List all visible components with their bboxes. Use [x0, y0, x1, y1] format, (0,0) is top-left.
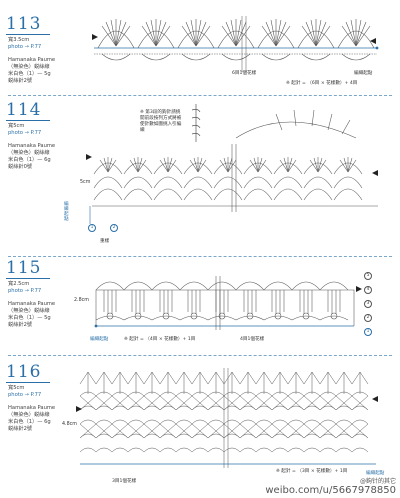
section-divider — [8, 355, 392, 356]
watermark-url: weibo.com/u/5667978850 — [265, 485, 396, 496]
photo-ref: photo → P.77 — [8, 392, 42, 398]
row-1-marker: 1 — [364, 328, 372, 336]
pattern-repeat-label: 6目1個花樣 — [232, 71, 257, 76]
number-underline — [6, 120, 50, 121]
yarn-name: （無染色）蜕絲線 — [8, 412, 50, 418]
section-divider — [8, 256, 392, 257]
dimension-label: 2.8cm — [74, 298, 89, 303]
section-116: 116 寬5cm photo → P.77 Hamanaka Paume （無染… — [0, 358, 400, 498]
hook-size: 蜕絲針2號 — [8, 426, 33, 432]
section-115: 115 寬2.5cm photo → P.77 Hamanaka Paume （… — [0, 258, 400, 356]
yarn-brand: Hamanaka Paume — [8, 301, 56, 307]
pattern-repeat-label: 4目1個花樣 — [240, 337, 265, 342]
axis-label: 重樣 — [100, 239, 110, 244]
count-formula: ※ 起針 = （3目 × 花樣數）+ 1目 — [276, 469, 348, 474]
section-divider — [8, 95, 392, 96]
yarn-name: （無染色）蜕絲線 — [8, 308, 50, 314]
hook-size: 蜕絲針0號 — [8, 164, 33, 170]
size-text: 寬3.5cm — [8, 37, 30, 43]
hook-size: 蜕絲針2號 — [8, 78, 33, 84]
dimension-label: 5cm — [80, 180, 91, 185]
pattern-number: 113 — [6, 14, 42, 34]
row-4-marker: 4 — [364, 286, 372, 294]
crochet-chart-114 — [86, 109, 378, 224]
row-3-marker: 3 — [364, 300, 372, 308]
section-114: 114 寬5cm photo → P.77 Hamanaka Paume （無染… — [0, 98, 400, 256]
yarn-brand: Hamanaka Paume — [8, 57, 56, 63]
photo-ref: photo → P.77 — [8, 130, 42, 136]
start-label: 編織起點 — [64, 202, 69, 222]
row-1-marker: 1 — [88, 224, 96, 232]
watermark: @鉤针的其它 weibo.com/u/5667978850 — [265, 476, 396, 496]
row-markers: 1 2 — [88, 224, 118, 232]
row-markers: 5 4 3 2 1 — [364, 272, 372, 336]
crochet-chart-113 — [92, 16, 379, 72]
row-2-marker: 2 — [110, 224, 118, 232]
pattern-meta: 寬2.5cm photo → P.77 Hamanaka Paume （無染色）… — [8, 281, 55, 329]
yarn-brand: Hamanaka Paume — [8, 143, 56, 149]
watermark-prefix: @鉤针的其它 — [359, 478, 396, 485]
yarn-color: 米白色（1）— 5g — [8, 315, 51, 321]
size-text: 寬5cm — [8, 385, 25, 391]
start-label: 編織起點 — [90, 337, 109, 342]
yarn-brand: Hamanaka Paume — [8, 405, 56, 411]
count-formula: ※ 起針 = （4目 × 花樣數）+ 1目 — [124, 337, 196, 342]
crochet-chart-116 — [76, 368, 378, 468]
yarn-name: （無染色）蜕絲線 — [8, 150, 50, 156]
pattern-meta: 寬5cm photo → P.77 Hamanaka Paume （無染色）蜕絲… — [8, 385, 55, 433]
yarn-color: 米白色（1）— 6g — [8, 157, 51, 163]
start-label: 編織起點 — [354, 71, 373, 76]
pattern-number: 116 — [6, 362, 42, 382]
note-text: ※ 第3段的鉤針請挑開前段按列方式將被使針數如圖挑入引編織 — [140, 110, 182, 133]
crochet-chart-115 — [94, 276, 362, 330]
pattern-number: 114 — [6, 100, 42, 120]
photo-ref: photo → P.77 — [8, 44, 42, 50]
section-113: 113 寬3.5cm photo → P.77 Hamanaka Paume （… — [0, 0, 400, 98]
number-underline — [6, 34, 50, 35]
dimension-label: 4.8cm — [62, 422, 77, 427]
hook-size: 蜕絲針2號 — [8, 322, 33, 328]
yarn-name: （無染色）蜕絲線 — [8, 64, 50, 70]
count-formula: ※ 起針 = （6目 × 花樣數）+ 4目 — [286, 81, 358, 86]
photo-ref: photo → P.77 — [8, 288, 42, 294]
pattern-repeat-label: 3目1個花樣 — [112, 479, 137, 484]
pattern-meta: 寬5cm photo → P.77 Hamanaka Paume （無染色）蜕絲… — [8, 123, 55, 171]
row-2-marker: 2 — [364, 314, 372, 322]
pattern-meta: 寬3.5cm photo → P.77 Hamanaka Paume （無染色）… — [8, 37, 55, 85]
size-text: 寬2.5cm — [8, 281, 30, 287]
pattern-number: 115 — [6, 258, 42, 278]
row-5-marker: 5 — [364, 272, 372, 280]
crochet-detail-114 — [191, 104, 201, 142]
yarn-color: 米白色（1）— 5g — [8, 71, 51, 77]
size-text: 寬5cm — [8, 123, 25, 129]
number-underline — [6, 278, 50, 279]
start-label: 編織起點 — [366, 471, 385, 476]
number-underline — [6, 382, 50, 383]
yarn-color: 米白色（1）— 6g — [8, 419, 51, 425]
